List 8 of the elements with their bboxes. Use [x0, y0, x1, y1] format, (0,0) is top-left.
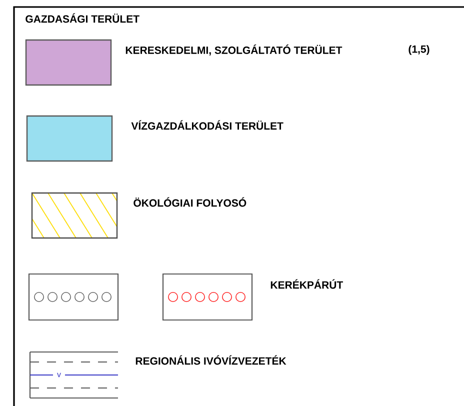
legend-text: ÖKOLÓGIAI FOLYOSÓ — [134, 197, 246, 207]
pipe-symbol: v — [57, 372, 61, 378]
scale-note: (1,5) — [408, 45, 430, 55]
legend-text: REGIONÁLIS IVÓVÍZVEZETÉK — [136, 355, 286, 365]
legend-text: KERESKEDELMI, SZOLGÁLTATÓ TERÜLET — [126, 44, 342, 56]
legend-text: VÍZGAZDÁLKODÁSI TERÜLET — [131, 120, 284, 130]
legend-text: KERÉKPÁRÚT — [270, 279, 343, 289]
legend-title: GAZDASÁGI TERÜLET — [26, 13, 140, 23]
